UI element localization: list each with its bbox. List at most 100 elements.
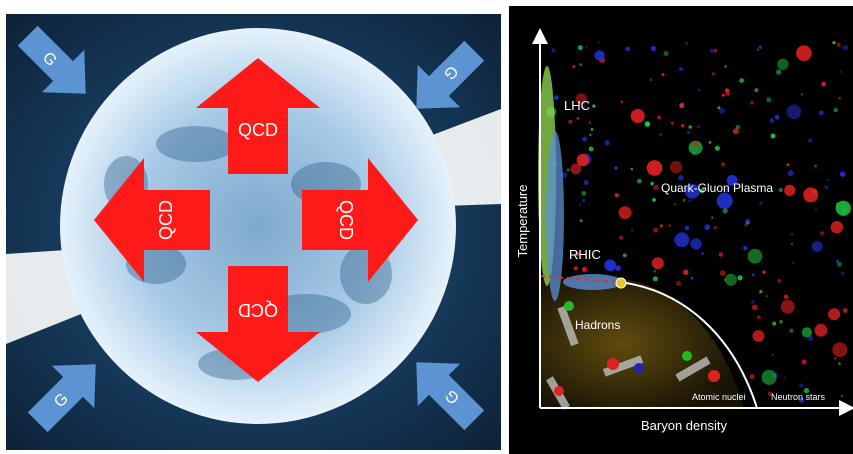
particle	[761, 369, 777, 385]
particle	[744, 223, 748, 227]
particle	[590, 128, 594, 131]
particle	[618, 206, 632, 220]
particle	[766, 97, 772, 103]
particle	[792, 262, 795, 265]
particle	[578, 204, 582, 207]
particle	[566, 168, 570, 172]
particle	[780, 299, 795, 314]
particle	[659, 133, 662, 136]
particle	[592, 104, 596, 108]
particle	[679, 103, 685, 109]
particle	[684, 225, 690, 231]
qgp-label: Quark-Gluon Plasma	[661, 181, 773, 195]
lhc-label: LHC	[564, 98, 590, 113]
particle	[719, 270, 726, 276]
particle	[746, 221, 750, 225]
particle	[697, 125, 700, 128]
particle	[841, 271, 845, 276]
particle	[614, 166, 618, 170]
particle	[820, 231, 824, 236]
particle	[630, 228, 634, 232]
particle	[778, 187, 783, 193]
particle	[751, 300, 755, 304]
particle	[573, 266, 578, 271]
crossover-line	[539, 275, 620, 283]
particle	[747, 248, 763, 264]
particle	[676, 280, 682, 287]
particle	[789, 328, 794, 333]
particle	[683, 269, 689, 276]
particle	[814, 208, 818, 211]
y-axis-label: Temperature	[515, 185, 530, 258]
particle	[762, 270, 766, 274]
particle	[669, 160, 683, 174]
particle	[688, 199, 692, 202]
particle	[803, 387, 810, 394]
particle	[783, 294, 789, 299]
qcd-label: QCD	[238, 300, 278, 320]
particle	[801, 359, 807, 365]
particle	[630, 167, 634, 171]
particle	[801, 327, 812, 338]
neutron-stars-label: Neutron stars	[771, 392, 826, 402]
particle	[568, 119, 573, 124]
x-axis-label: Baryon density	[641, 418, 727, 433]
particle	[814, 164, 817, 168]
particle	[787, 170, 794, 177]
particle	[718, 252, 724, 257]
particle	[576, 153, 589, 167]
particle	[772, 321, 777, 326]
particle	[582, 105, 586, 108]
particle	[602, 59, 606, 62]
particle	[739, 78, 744, 83]
particle	[685, 184, 700, 199]
particle	[581, 266, 588, 273]
particle	[790, 242, 794, 245]
particle	[751, 304, 758, 311]
particle	[786, 104, 802, 120]
particle	[697, 88, 701, 92]
particle	[839, 171, 846, 177]
particle	[688, 140, 703, 155]
particle	[732, 128, 739, 135]
particle	[690, 276, 694, 280]
particle	[620, 100, 624, 104]
rhic-region	[546, 131, 564, 301]
particle	[582, 136, 587, 142]
particle	[652, 198, 656, 202]
particle	[837, 261, 842, 267]
particle	[553, 95, 559, 100]
particle	[784, 184, 796, 196]
particle	[588, 121, 591, 124]
particle	[679, 67, 684, 72]
particle	[726, 174, 738, 186]
particle	[826, 179, 829, 182]
particle	[570, 163, 582, 175]
particle	[575, 252, 580, 257]
phase-boundary	[618, 281, 758, 409]
particle	[737, 275, 743, 281]
particle	[581, 191, 587, 196]
particle	[832, 41, 836, 45]
particle	[650, 45, 657, 52]
particle	[690, 238, 702, 250]
particle	[577, 45, 583, 51]
particle	[687, 131, 690, 134]
particle	[842, 44, 849, 51]
particle	[653, 227, 659, 233]
gravity-arrow-top-right: G	[416, 40, 485, 109]
particle	[724, 88, 730, 93]
particle	[625, 46, 630, 52]
particle	[828, 308, 841, 321]
hadron-region	[540, 278, 744, 408]
particle	[777, 278, 782, 283]
particle	[811, 241, 823, 253]
particle	[561, 171, 568, 178]
particle	[630, 109, 645, 123]
particle	[769, 118, 774, 123]
particle	[572, 65, 576, 69]
rhic-label: RHIC	[569, 247, 601, 262]
particle	[720, 162, 726, 167]
particle	[721, 93, 725, 97]
qcd-label: QCD	[156, 200, 176, 240]
